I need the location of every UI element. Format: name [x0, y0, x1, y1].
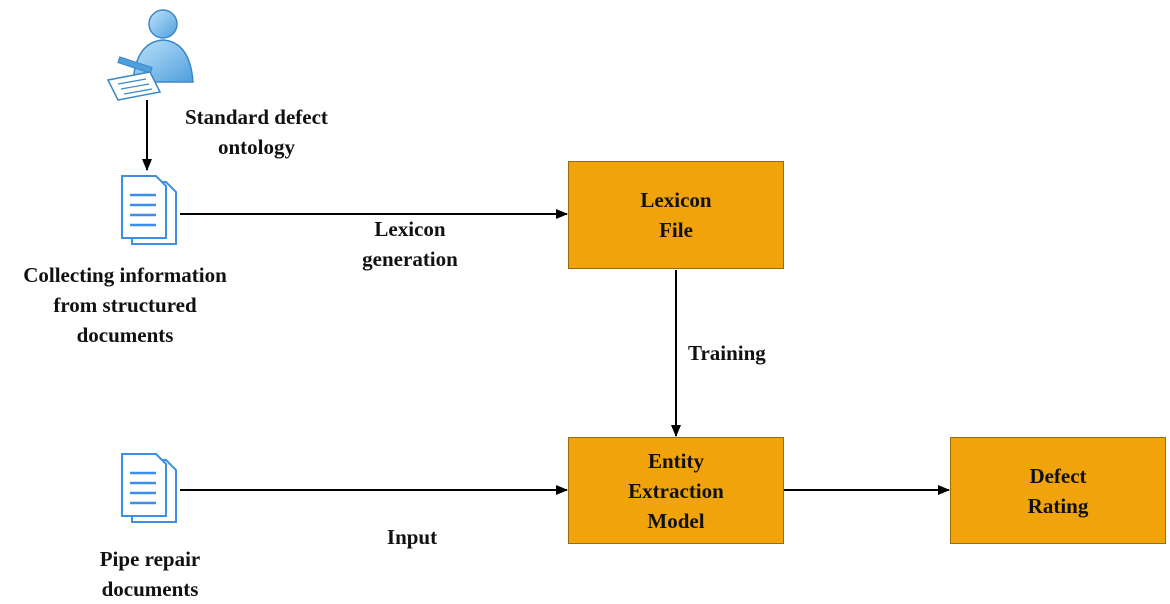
box-label-line: Model — [647, 508, 705, 533]
document-stack-icon — [121, 175, 177, 245]
lexicon-file-box: Lexicon File — [568, 161, 784, 269]
box-label-line: Rating — [1027, 493, 1089, 518]
box-label-line: Defect — [1029, 463, 1087, 488]
label-line: documents — [76, 323, 174, 347]
label-line: documents — [101, 577, 199, 601]
entity-extraction-model-box: Entity Extraction Model — [568, 437, 784, 544]
standard-defect-ontology-label: Standard defect ontology — [185, 102, 328, 162]
box-label-line: File — [659, 218, 693, 242]
training-label: Training — [688, 338, 766, 368]
label-line: Pipe repair — [99, 547, 201, 571]
label-line: ontology — [217, 135, 295, 159]
box-label-line: Extraction — [628, 478, 724, 503]
collecting-information-label: Collecting information from structured d… — [4, 260, 246, 350]
pipe-repair-documents-label: Pipe repair documents — [60, 544, 240, 604]
label-line: Collecting information — [23, 263, 227, 287]
input-label: Input — [372, 522, 452, 552]
document-stack-icon — [121, 453, 177, 523]
box-label-line: Lexicon — [640, 188, 712, 212]
label-line: Training — [688, 341, 766, 365]
defect-rating-box: Defect Rating — [950, 437, 1166, 544]
label-line: Input — [386, 525, 438, 549]
person-icon — [106, 9, 194, 101]
box-label-line: Entity — [647, 448, 704, 473]
label-line: generation — [362, 247, 458, 271]
label-line: from structured — [53, 293, 197, 317]
label-line: Lexicon — [374, 217, 446, 241]
lexicon-generation-label: Lexicon generation — [340, 214, 480, 274]
label-line: Standard defect — [185, 105, 328, 129]
